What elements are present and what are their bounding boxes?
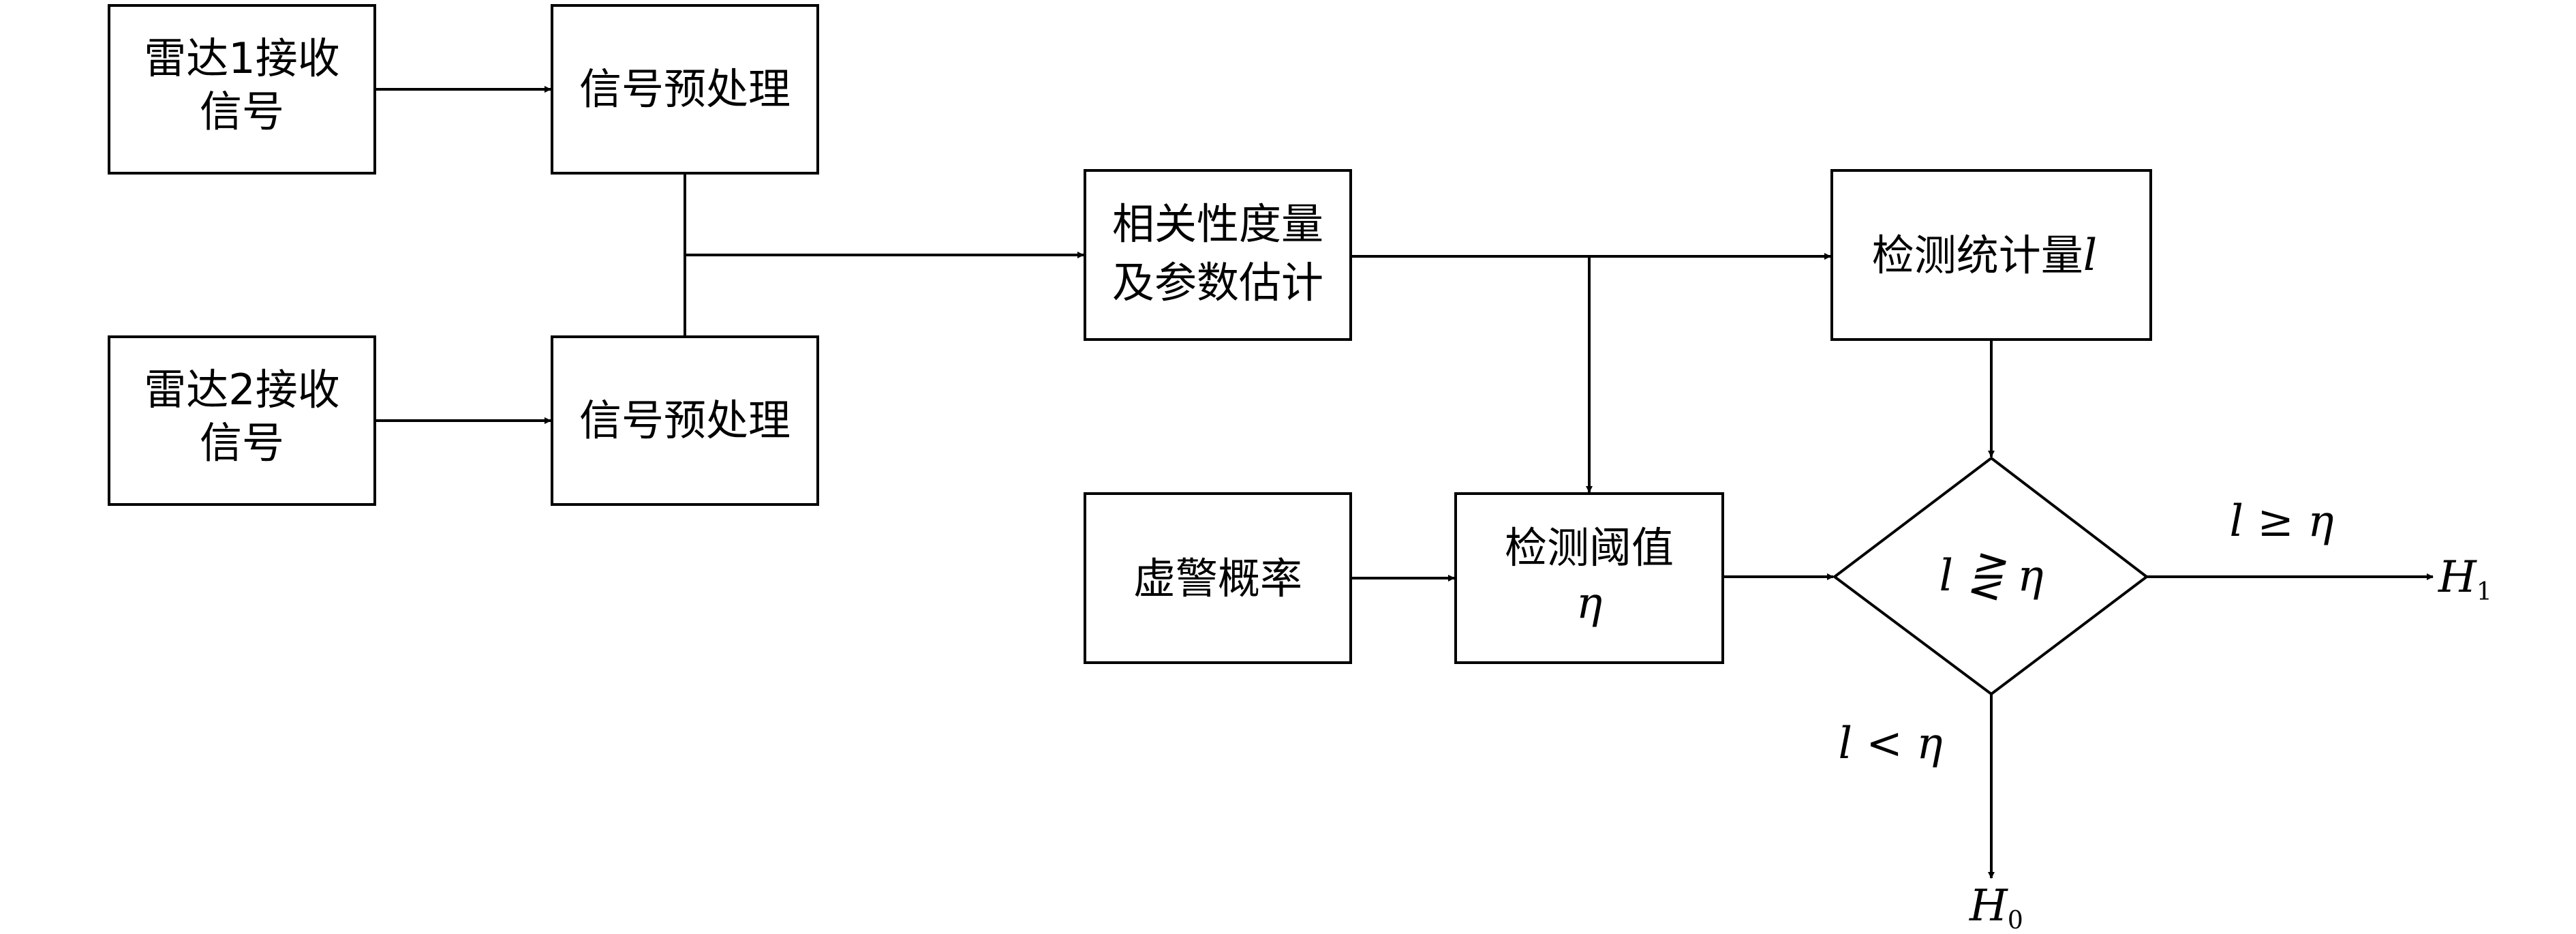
radar2-label-line1: 雷达2接收 [144, 365, 339, 415]
output-h1: H1 [2438, 552, 2492, 606]
false-alarm-label: 虚警概率 [1133, 554, 1302, 603]
correlation-label-line2: 及参数估计 [1112, 258, 1323, 307]
radar1-label-line2: 信号 [200, 87, 284, 136]
radar1-label-line1: 雷达1接收 [144, 33, 339, 83]
radar2-node: 雷达2接收 信号 [108, 335, 376, 506]
statistic-label: 检测统计量l [1872, 230, 2097, 281]
decision-node: l ⋛ η [1832, 456, 2149, 696]
threshold-symbol: η [1576, 578, 1602, 629]
output-h0-sub: 0 [2008, 907, 2023, 934]
edge-label-lt: l < η [1838, 719, 1942, 769]
output-h1-sub: 1 [2477, 578, 2492, 606]
radar2-label-line2: 信号 [200, 418, 284, 468]
statistic-symbol: l [2083, 230, 2097, 281]
preprocess-node-1: 信号预处理 [551, 4, 819, 175]
statistic-node: 检测统计量l [1830, 169, 2152, 341]
output-h1-main: H [2438, 552, 2477, 603]
correlation-node: 相关性度量 及参数估计 [1084, 169, 1352, 341]
output-h0-main: H [1969, 881, 2008, 931]
radar1-node: 雷达1接收 信号 [108, 4, 376, 175]
preprocess-node-2: 信号预处理 [551, 335, 819, 506]
false-alarm-node: 虚警概率 [1084, 492, 1352, 664]
preprocess-2-label: 信号预处理 [579, 395, 791, 445]
output-h0: H0 [1969, 881, 2023, 934]
threshold-node: 检测阈值 η [1454, 492, 1724, 664]
edge-label-ge: l ≥ η [2229, 496, 2333, 547]
statistic-label-text: 检测统计量 [1872, 230, 2083, 280]
decision-label: l ⋛ η [1939, 551, 2043, 601]
correlation-label-line1: 相关性度量 [1112, 199, 1323, 249]
preprocess-1-label: 信号预处理 [579, 64, 791, 114]
threshold-label: 检测阈值 [1505, 523, 1674, 573]
